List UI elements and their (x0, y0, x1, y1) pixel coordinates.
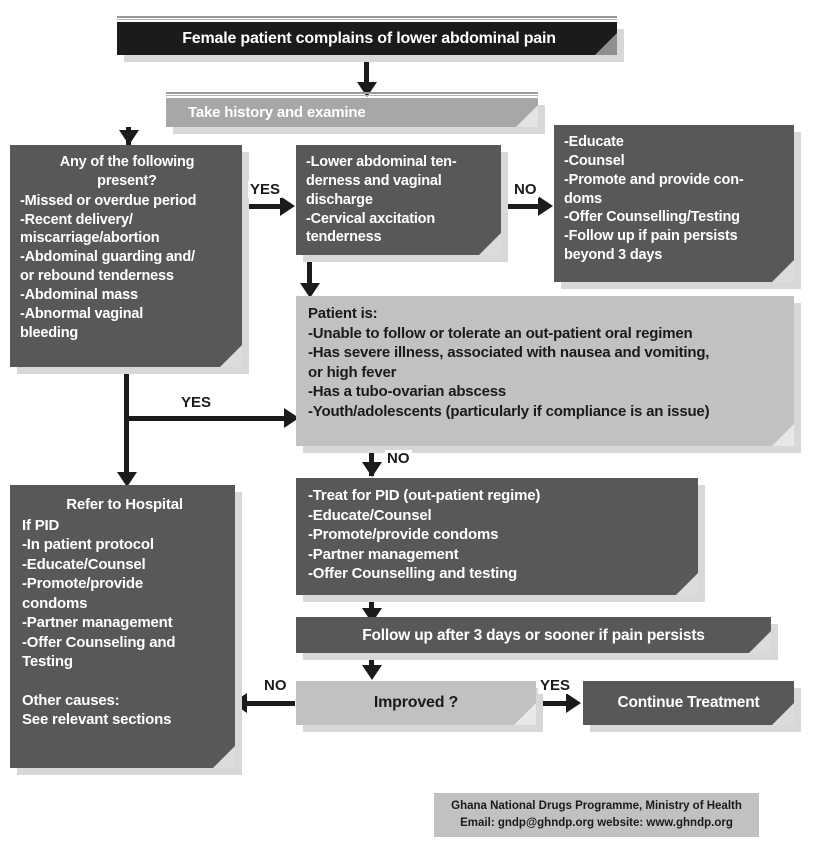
footer-organisation: Ghana National Drugs Programme, Ministry… (451, 800, 742, 812)
start-node-top-rule (117, 16, 617, 18)
node-any-of-following-heading: Any of the following present? (59, 154, 195, 189)
node-take-history-label: Take history and examine (166, 98, 538, 127)
edge-label-no-mid: NO (385, 450, 412, 467)
node-refer-to-hospital-heading: Refer to Hospital (66, 496, 183, 513)
arrowhead-any-patient (284, 408, 299, 428)
node-treat-for-pid-label: -Treat for PID (out-patient regime) -Edu… (296, 478, 698, 595)
connector-improved-refer (245, 701, 295, 706)
node-take-history: Take history and examine (166, 98, 545, 134)
arrowhead-improved-continue (566, 693, 581, 713)
connector-any-tenderness (245, 204, 283, 209)
arrowhead-patient-treat (362, 462, 382, 477)
connector-any-patient-horizontal (124, 416, 289, 421)
connector-patient-treat (369, 446, 374, 476)
node-follow-up-label: Follow up after 3 days or sooner if pain… (296, 617, 771, 653)
arrowhead-any-tenderness (280, 196, 295, 216)
node-refer-to-hospital-items: If PID -In patient protocol -Educate/Cou… (22, 516, 176, 671)
footer: Ghana National Drugs Programme, Ministry… (434, 793, 759, 838)
arrowhead-followup-improved (362, 665, 382, 680)
edge-label-yes-mid: YES (179, 394, 214, 411)
node-patient-is-heading: Patient is: (308, 305, 378, 322)
node-improved: Improved ? (296, 681, 543, 732)
connector-improved-continue (538, 701, 570, 706)
node-continue-treatment: Continue Treatment (583, 681, 801, 732)
connector-treat-followup (369, 595, 374, 619)
start-node-top-rule-2 (117, 19, 617, 20)
node-lower-abdominal-tenderness-label: -Lower abdominal ten- derness and vagina… (296, 145, 501, 255)
node-follow-up: Follow up after 3 days or sooner if pain… (296, 617, 778, 660)
connector-followup-improved (369, 653, 374, 673)
node-refer-to-hospital-other: Other causes: See relevant sections (22, 691, 172, 729)
node-any-of-following-items: -Missed or overdue period -Recent delive… (20, 192, 197, 341)
node-refer-to-hospital: Refer to Hospital If PID -In patient pro… (10, 485, 242, 775)
connector-tenderness-educate (503, 204, 541, 209)
arrowhead-tenderness-patient (300, 283, 320, 298)
arrowhead-any-refer (117, 472, 137, 487)
connector-history-stub (126, 127, 131, 132)
node-start-label: Female patient complains of lower abdomi… (117, 22, 617, 55)
connector-start-history (364, 55, 369, 85)
node-patient-is-items: -Unable to follow or tolerate an out-pat… (308, 324, 710, 420)
node-educate-counsel-label: -Educate -Counsel -Promote and provide c… (554, 125, 794, 282)
edge-label-yes-top: YES (248, 181, 283, 198)
node-any-of-following: Any of the following present? -Missed or… (10, 145, 249, 374)
history-node-top-rule-2 (166, 95, 538, 96)
node-continue-treatment-label: Continue Treatment (583, 681, 794, 725)
node-educate-counsel: -Educate -Counsel -Promote and provide c… (554, 125, 801, 289)
footer-contact: Email: gndp@ghndp.org website: www.ghndp… (460, 816, 733, 829)
node-treat-for-pid: -Treat for PID (out-patient regime) -Edu… (296, 478, 705, 602)
history-node-top-rule (166, 92, 538, 94)
connector-tenderness-patient (307, 255, 312, 289)
arrowhead-history-any (119, 130, 139, 145)
node-patient-is: Patient is: -Unable to follow or tolerat… (296, 296, 801, 453)
edge-label-yes-bottom: YES (538, 677, 573, 694)
connector-any-refer (124, 416, 129, 478)
connector-any-down-mid (124, 367, 129, 421)
edge-label-no-top: NO (512, 181, 539, 198)
arrowhead-tenderness-educate (538, 196, 553, 216)
node-start: Female patient complains of lower abdomi… (117, 22, 624, 62)
node-lower-abdominal-tenderness: -Lower abdominal ten- derness and vagina… (296, 145, 508, 262)
edge-label-no-bottom: NO (262, 677, 289, 694)
node-improved-label: Improved ? (296, 681, 536, 725)
